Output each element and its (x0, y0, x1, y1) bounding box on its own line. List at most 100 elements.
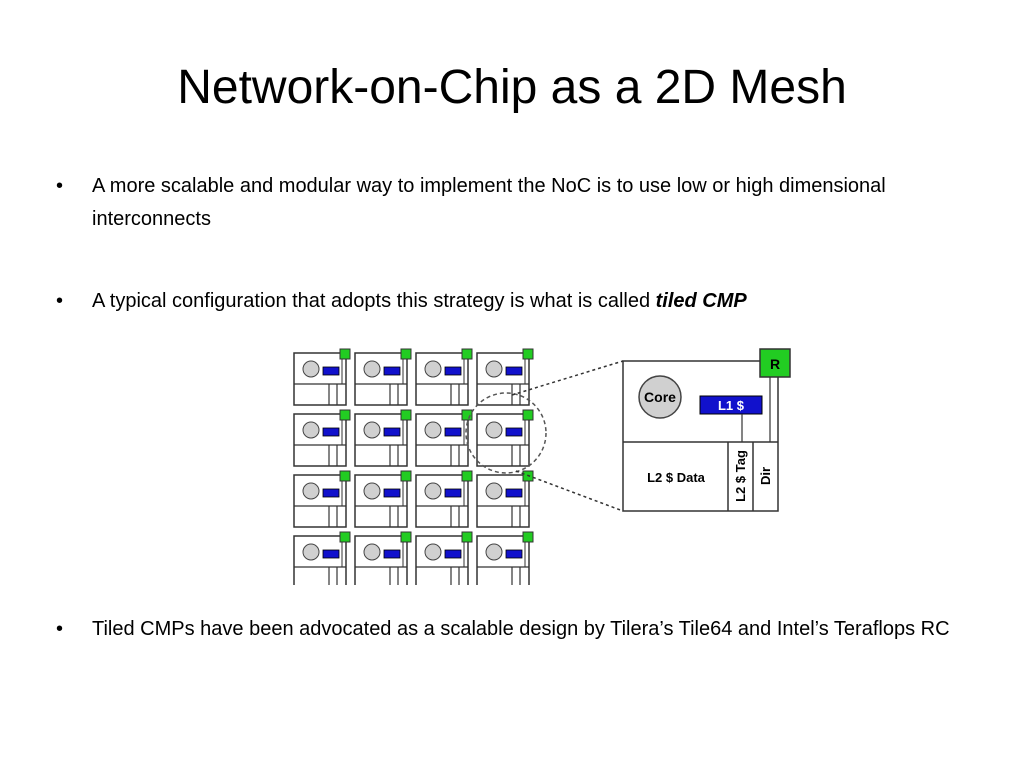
dir-label: Dir (758, 467, 773, 485)
tile-outline (476, 535, 530, 585)
tile-core-circle (485, 482, 503, 500)
tile-outline (415, 352, 469, 406)
tile-router-block (522, 348, 534, 360)
tile-l1-block (383, 427, 401, 437)
tile-l1-block (383, 488, 401, 498)
tile-outline (476, 474, 530, 528)
bullet-item-1: • A more scalable and modular way to imp… (56, 170, 966, 236)
tile-l1-block (444, 366, 462, 376)
tile-router-block (400, 470, 412, 482)
zoom-line-top (511, 360, 624, 396)
mesh-tile (354, 531, 412, 585)
core-label: Core (644, 389, 676, 405)
tile-core-circle (424, 421, 442, 439)
mesh-tile (293, 348, 351, 406)
tile-router-block (461, 531, 473, 543)
mesh-tile (476, 470, 534, 528)
tile-outline (354, 474, 408, 528)
tile-outline (293, 352, 347, 406)
tile-core-circle (485, 360, 503, 378)
mesh-tile (476, 409, 534, 467)
tile-router-block (522, 409, 534, 421)
tile-outline (476, 352, 530, 406)
tile-outline (476, 413, 530, 467)
tile-detail: Core L1 $ L2 $ Data L2 $ Tag Dir R (622, 348, 791, 512)
mesh-tile (293, 470, 351, 528)
tile-outline (293, 413, 347, 467)
mesh-tile (415, 531, 473, 585)
router-block (759, 348, 791, 378)
tile-router-block (339, 409, 351, 421)
mesh-tile (354, 409, 412, 467)
bullet-text: Tiled CMPs have been advocated as a scal… (92, 618, 950, 640)
bullet-emphasis: tiled CMP (655, 290, 747, 312)
mesh-tile (476, 348, 534, 406)
tile-l1-block (383, 366, 401, 376)
tile-core-circle (424, 482, 442, 500)
tile-l1-block (505, 488, 523, 498)
l1-cache-label: L1 $ (718, 398, 745, 413)
mesh-tile (354, 348, 412, 406)
l2-tag-label: L2 $ Tag (733, 450, 748, 502)
tiled-cmp-diagram: Core L1 $ L2 $ Data L2 $ Tag Dir R (293, 348, 791, 585)
mesh-tile (293, 409, 351, 467)
bullet-text: A typical configuration that adopts this… (92, 285, 966, 318)
bullet-glyph: • (56, 290, 64, 312)
tile-router-block (400, 348, 412, 360)
tile-l1-block (444, 427, 462, 437)
tile-l1-block (322, 366, 340, 376)
tile-outline (415, 474, 469, 528)
tile-l1-block (322, 427, 340, 437)
mesh-tile (354, 470, 412, 528)
tile-core-circle (302, 482, 320, 500)
tile-l1-block (505, 549, 523, 559)
tile-core-circle (424, 543, 442, 561)
tile-router-block (400, 409, 412, 421)
tile-router-block (339, 348, 351, 360)
tile-core-circle (363, 482, 381, 500)
zoom-line-bottom (515, 470, 624, 512)
core-circle (638, 375, 682, 419)
tile-router-block (400, 531, 412, 543)
tile-outline (354, 413, 408, 467)
tile-router-block (339, 531, 351, 543)
tile-l1-block (444, 488, 462, 498)
mesh-tile (415, 348, 473, 406)
bullet-glyph: • (56, 618, 64, 640)
zoom-circle (465, 392, 547, 474)
tile-router-block (522, 531, 534, 543)
mesh-tile (415, 409, 473, 467)
mesh-tile (415, 470, 473, 528)
router-label: R (770, 356, 780, 372)
bullet-item-3: • Tiled CMPs have been advocated as a sc… (56, 613, 966, 646)
bullet-glyph: • (56, 175, 64, 197)
tile-outline (293, 535, 347, 585)
mesh-tile (476, 531, 534, 585)
tile-router-block (461, 409, 473, 421)
tile-core-circle (363, 543, 381, 561)
tile-outline (293, 474, 347, 528)
l1-cache-block (699, 395, 763, 415)
tile-core-circle (363, 421, 381, 439)
tile-l1-block (322, 488, 340, 498)
bullet-text: A more scalable and modular way to imple… (92, 175, 886, 230)
tile-core-circle (485, 543, 503, 561)
tile-outline (415, 413, 469, 467)
tile-l1-block (505, 366, 523, 376)
tile-core-circle (302, 543, 320, 561)
tile-outline (354, 352, 408, 406)
tile-router-block (461, 348, 473, 360)
tile-grid (293, 348, 534, 585)
tile-router-block (461, 470, 473, 482)
mesh-tile (293, 531, 351, 585)
tile-l1-block (322, 549, 340, 559)
tile-outline (354, 535, 408, 585)
bullet-item-2: • A typical configuration that adopts th… (56, 285, 966, 318)
slide-title: Network-on-Chip as a 2D Mesh (177, 61, 847, 114)
tile-l1-block (444, 549, 462, 559)
tile-core-circle (302, 421, 320, 439)
l2-data-label: L2 $ Data (647, 470, 706, 485)
tile-core-circle (302, 360, 320, 378)
tile-l1-block (505, 427, 523, 437)
tile-core-circle (485, 421, 503, 439)
